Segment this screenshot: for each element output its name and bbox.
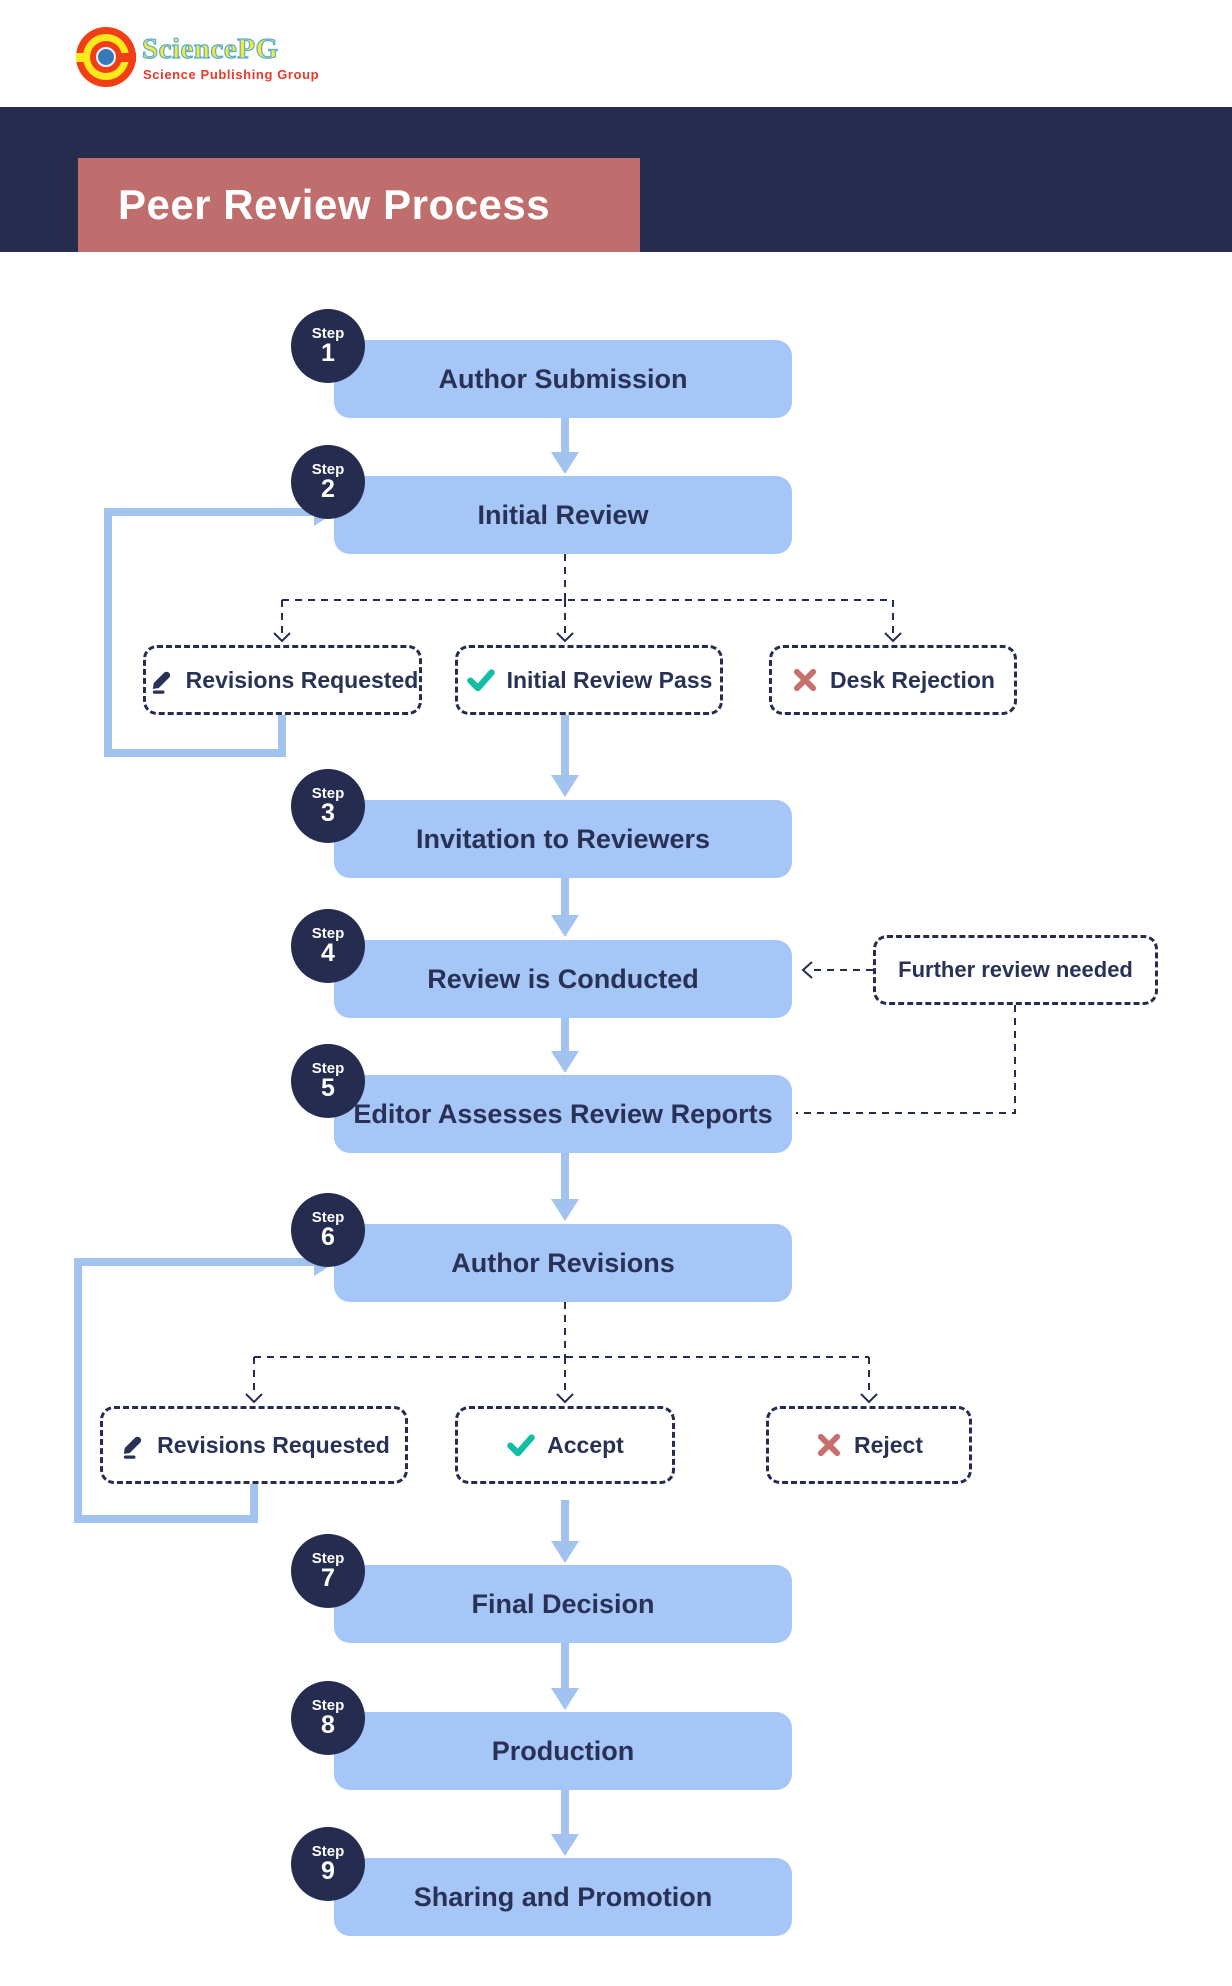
check-icon	[466, 665, 496, 695]
flow-box-label: Initial Review	[477, 499, 649, 530]
flow-box-author-revisions: Author Revisions	[334, 1224, 792, 1302]
flow-box-production: Production	[334, 1712, 792, 1790]
check-icon	[506, 1430, 536, 1460]
flow-box-label: Review is Conducted	[427, 963, 699, 994]
decision-label: Revisions Requested	[185, 666, 419, 693]
decision-label: Accept	[547, 1431, 624, 1458]
decision-accept: Accept	[455, 1406, 675, 1484]
flow-box-review-is-conducted: Review is Conducted	[334, 940, 792, 1018]
sciencepg-logo-icon	[76, 27, 136, 87]
flow-box-label: Editor Assesses Review Reports	[353, 1098, 773, 1129]
page-title: Peer Review Process	[118, 181, 551, 228]
flow-box-sharing-and-promotion: Sharing and Promotion	[334, 1858, 792, 1936]
decision-revisions-requested-1: Revisions Requested	[143, 645, 422, 715]
pencil-icon	[118, 1431, 146, 1459]
logo-name: SciencePG	[141, 32, 279, 65]
note-label: Further review needed	[898, 957, 1133, 982]
flow-box-label: Invitation to Reviewers	[415, 823, 711, 854]
decision-reject: Reject	[766, 1406, 972, 1484]
cross-icon	[815, 1431, 843, 1459]
solid-arrows	[74, 418, 579, 1856]
flow-box-label: Final Decision	[471, 1588, 655, 1619]
flow-box-label: Production	[491, 1735, 635, 1766]
flow-box-editor-assesses-review-reports: Editor Assesses Review Reports	[334, 1075, 792, 1153]
decision-label: Desk Rejection	[830, 666, 995, 693]
decision-revisions-requested-2: Revisions Requested	[100, 1406, 408, 1484]
decision-label: Reject	[853, 1431, 924, 1458]
dashed-connectors	[245, 554, 1016, 1404]
decision-label: Initial Review Pass	[506, 666, 713, 693]
flow-box-label: Author Revisions	[451, 1247, 675, 1278]
pencil-icon	[147, 666, 175, 694]
decision-initial-review-pass: Initial Review Pass	[455, 645, 723, 715]
flow-box-final-decision: Final Decision	[334, 1565, 792, 1643]
further-review-needed-note: Further review needed	[873, 935, 1158, 1005]
decision-label: Revisions Requested	[157, 1431, 390, 1458]
flow-box-author-submission: Author Submission	[334, 340, 792, 418]
flow-box-label: Sharing and Promotion	[413, 1881, 713, 1912]
flow-box-invitation-to-reviewers: Invitation to Reviewers	[334, 800, 792, 878]
decision-desk-rejection: Desk Rejection	[769, 645, 1017, 715]
flow-box-label: Author Submission	[438, 363, 688, 394]
cross-icon	[791, 666, 819, 694]
title-banner: Peer Review Process	[78, 158, 640, 252]
logo-tagline: Science Publishing Group	[143, 67, 320, 82]
flow-box-initial-review: Initial Review	[334, 476, 792, 554]
